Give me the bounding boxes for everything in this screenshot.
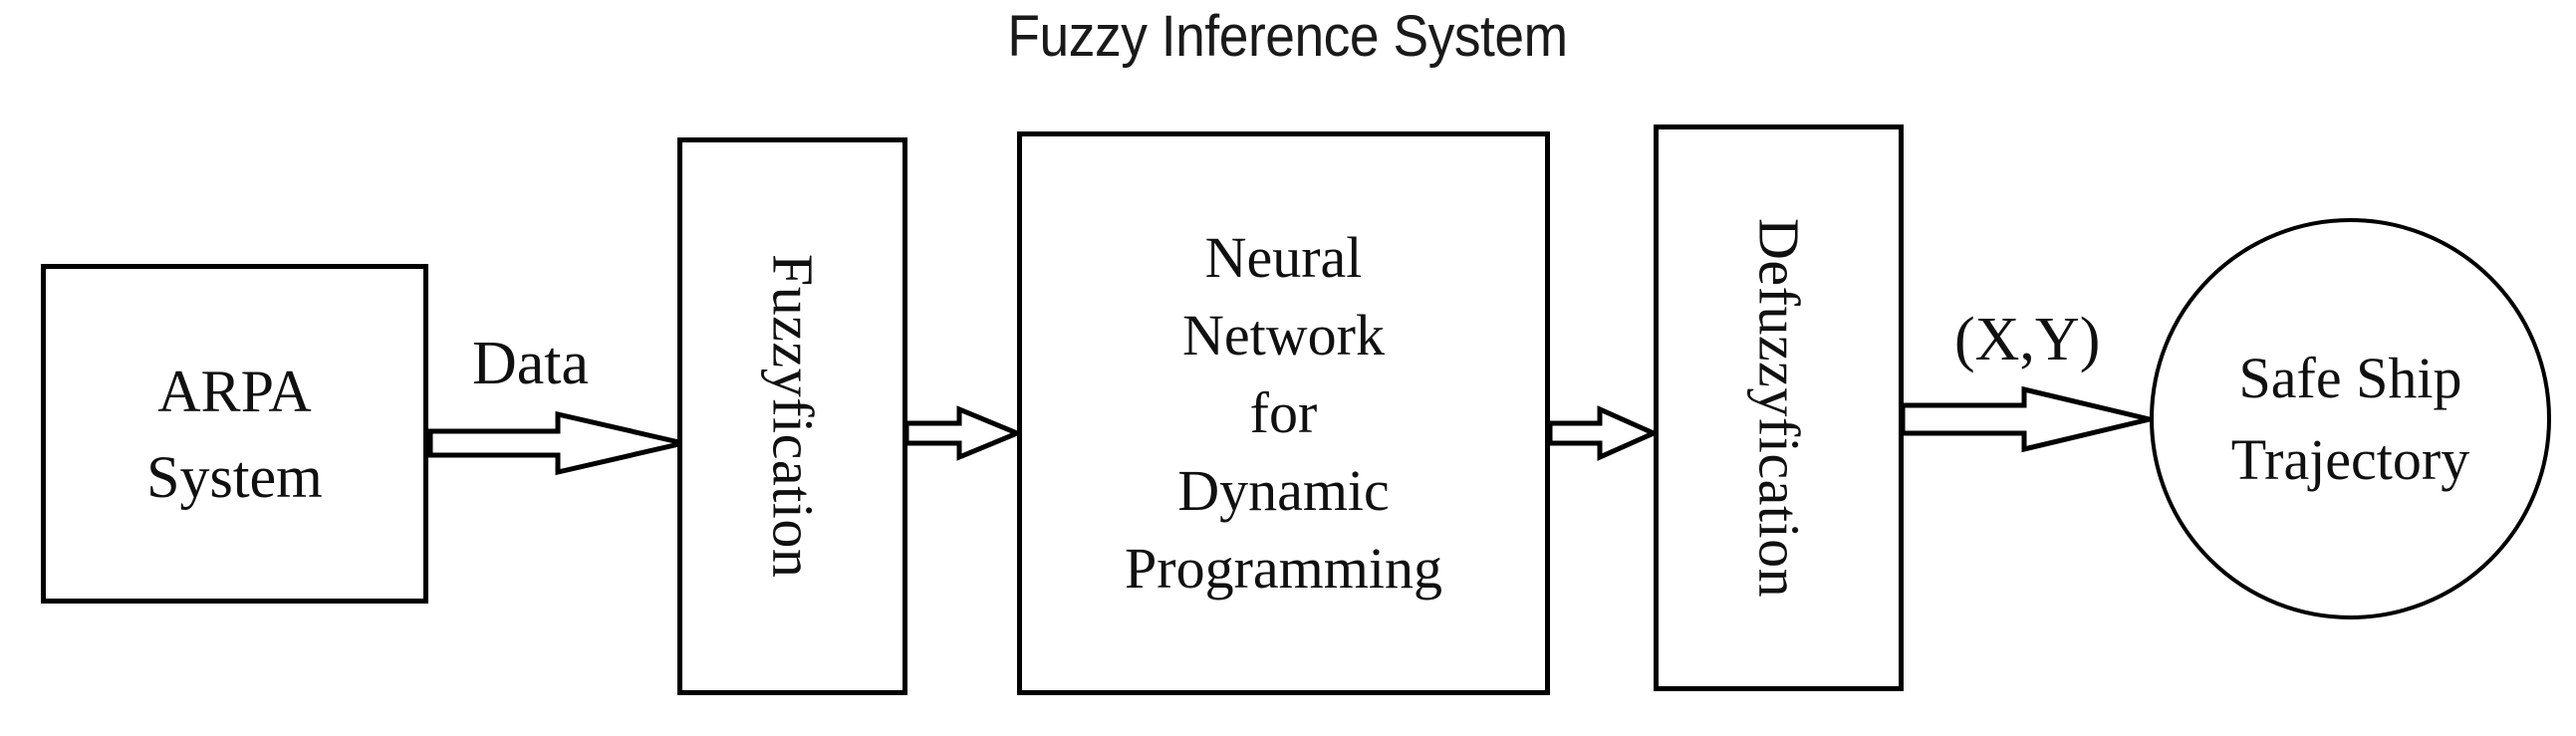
node-arpa-system[interactable]: ARPA System	[41, 264, 428, 604]
node-neural-network[interactable]: Neural Network for Dynamic Programming	[1017, 131, 1550, 695]
node-safe-ship-trajectory[interactable]: Safe Ship Trajectory	[2150, 218, 2551, 619]
node-defuzzyfication[interactable]: Defuzzyfication	[1654, 124, 1904, 691]
node-safe-ship-trajectory-label: Safe Ship Trajectory	[2230, 345, 2470, 492]
arrow-defuzzyfication-to-safe-ship-icon	[1900, 385, 2152, 453]
page-title: Fuzzy Inference System	[1007, 4, 1568, 69]
node-fuzzyfication[interactable]: Fuzzyfication	[677, 137, 907, 695]
node-fuzzyfication-label: Fuzzyfication	[760, 254, 826, 579]
node-arpa-system-label: ARPA System	[146, 358, 323, 510]
arrow-fuzzyfication-to-neural-network-icon	[903, 405, 1024, 461]
arrow-arpa-to-fuzzyfication-icon	[427, 410, 685, 476]
arrow-neural-network-to-defuzzyfication-icon	[1547, 405, 1661, 461]
edge-label-data: Data	[472, 330, 590, 397]
node-defuzzyfication-label: Defuzzyfication	[1746, 217, 1812, 599]
node-neural-network-label: Neural Network for Dynamic Programming	[1125, 225, 1442, 601]
edge-label-xy: (X,Y)	[1954, 306, 2101, 373]
